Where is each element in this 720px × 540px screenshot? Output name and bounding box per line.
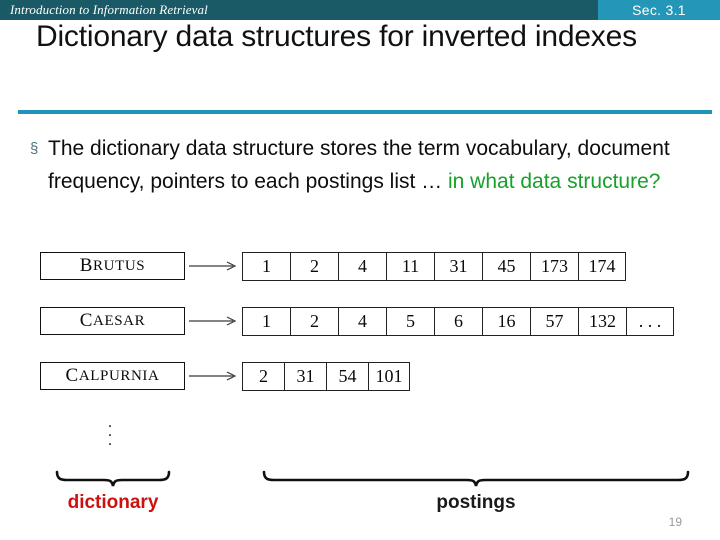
posting-cell: 45: [482, 251, 530, 281]
bullet-text-black: The dictionary data structure stores the…: [48, 137, 670, 193]
page-title: Dictionary data structures for inverted …: [36, 20, 637, 53]
postings-brace-icon: [262, 470, 690, 488]
posting-cell: 2: [290, 306, 338, 336]
arrow-icon: [185, 362, 242, 390]
posting-cell: 16: [482, 306, 530, 336]
bullet-text: The dictionary data structure stores the…: [48, 132, 690, 198]
postings-caption: postings: [436, 492, 516, 513]
posting-cell: 2: [290, 251, 338, 281]
ellipsis-dot: .: [108, 414, 112, 431]
postings-strip-caesar: 1 2 4 5 6 16 57 132 . . .: [242, 306, 674, 336]
ellipsis-dot: .: [108, 423, 112, 440]
term-rest: RUTUS: [93, 257, 146, 274]
section-badge: Sec. 3.1: [598, 0, 720, 20]
posting-cell: 173: [530, 251, 578, 281]
title-divider: [18, 110, 712, 114]
bullet-text-question: in what data structure?: [447, 170, 661, 193]
arrow-icon: [185, 252, 242, 280]
posting-cell: 1: [242, 251, 290, 281]
postings-strip-calpurnia: 2 31 54 101: [242, 361, 410, 391]
postings-strip-brutus: 1 2 4 11 31 45 173 174: [242, 251, 626, 281]
ellipsis-dot: .: [108, 432, 112, 449]
term-rest: ALPURNIA: [78, 367, 160, 384]
posting-cell-ellipsis: . . .: [626, 306, 674, 336]
posting-cell: 31: [284, 361, 326, 391]
posting-cell: 4: [338, 306, 386, 336]
posting-cell: 132: [578, 306, 626, 336]
bullet-marker-icon: §: [30, 140, 39, 157]
term-rest: AESAR: [93, 312, 146, 329]
term-initial: C: [65, 365, 79, 386]
bullet-list-item: § The dictionary data structure stores t…: [30, 132, 690, 198]
arrow-icon: [185, 307, 242, 335]
posting-cell: 5: [386, 306, 434, 336]
dictionary-brace-icon: [55, 470, 171, 488]
posting-cell: 11: [386, 251, 434, 281]
dictionary-caption: dictionary: [67, 492, 159, 513]
posting-cell: 6: [434, 306, 482, 336]
posting-cell: 174: [578, 251, 626, 281]
posting-cell: 101: [368, 361, 410, 391]
page-number: 19: [668, 515, 682, 529]
posting-cell: 31: [434, 251, 482, 281]
posting-cell: 2: [242, 361, 284, 391]
vertical-ellipsis-icon: . . .: [108, 414, 112, 449]
course-title: Introduction to Information Retrieval: [10, 2, 208, 17]
header-bar: [0, 0, 720, 20]
posting-cell: 57: [530, 306, 578, 336]
term-initial: C: [79, 310, 94, 331]
posting-cell: 54: [326, 361, 368, 391]
term-initial: B: [79, 255, 94, 276]
posting-cell: 1: [242, 306, 290, 336]
posting-cell: 4: [338, 251, 386, 281]
